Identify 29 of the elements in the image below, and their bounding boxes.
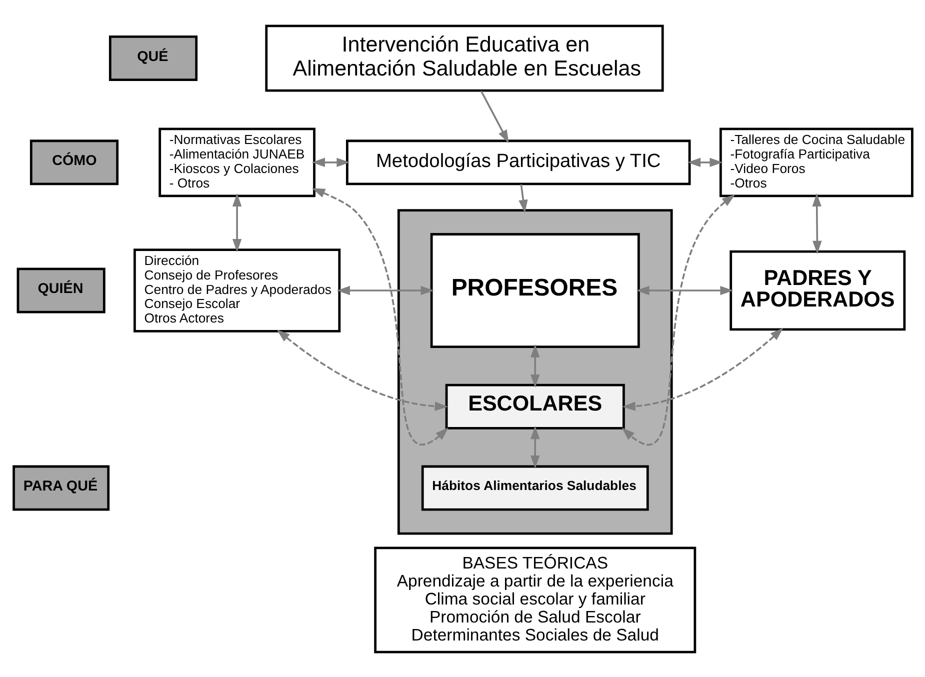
arrow	[636, 285, 733, 295]
arrow	[518, 184, 528, 212]
node-box: -Normativas Escolares -Alimentación JUNAEB -Kioscos y Colaciones - Otros	[158, 127, 315, 197]
node-box: ESCOLARES	[444, 383, 624, 429]
node-box: PARA QUÉ	[12, 464, 110, 510]
arrow	[812, 192, 822, 254]
node-box: PROFESORES	[430, 232, 640, 348]
arrow	[686, 157, 722, 167]
node-box: BASES TEÓRICAS Aprendizaje a partir de la experiencia Clima social escolar y familiar Promoción de Salud Escolar Determinantes Sociales de Salud	[374, 546, 696, 653]
node-box: Hábitos Alimentarios Saludables	[420, 464, 648, 510]
arrow	[480, 90, 508, 143]
arrow	[311, 188, 448, 444]
arrow	[530, 344, 540, 388]
arrow	[621, 194, 735, 444]
arrow	[311, 157, 350, 167]
arrow	[530, 425, 540, 468]
node-box: QUIÉN	[16, 267, 105, 313]
node-box: Intervención Educativa en Alimentación Saludable en Escuelas	[264, 24, 664, 92]
arrow	[336, 285, 434, 295]
node-box: QUÉ	[108, 35, 198, 81]
node-box: Metodologías Participativas y TIC	[345, 139, 690, 185]
arrow	[276, 329, 448, 410]
cluster	[396, 208, 672, 534]
node-box: PADRES Y APODERADOS	[729, 250, 906, 330]
arrow	[232, 192, 242, 252]
node-box: CÓMO	[29, 139, 118, 185]
node-box: Dirección Consejo de Profesores Centro de Padres y Apoderados Consejo Escolar Otros Actores	[133, 248, 340, 332]
node-box: -Talleres de Cocina Saludable -Fotografía Participativa -Video Foros -Otros	[718, 127, 913, 197]
arrow	[622, 327, 783, 410]
